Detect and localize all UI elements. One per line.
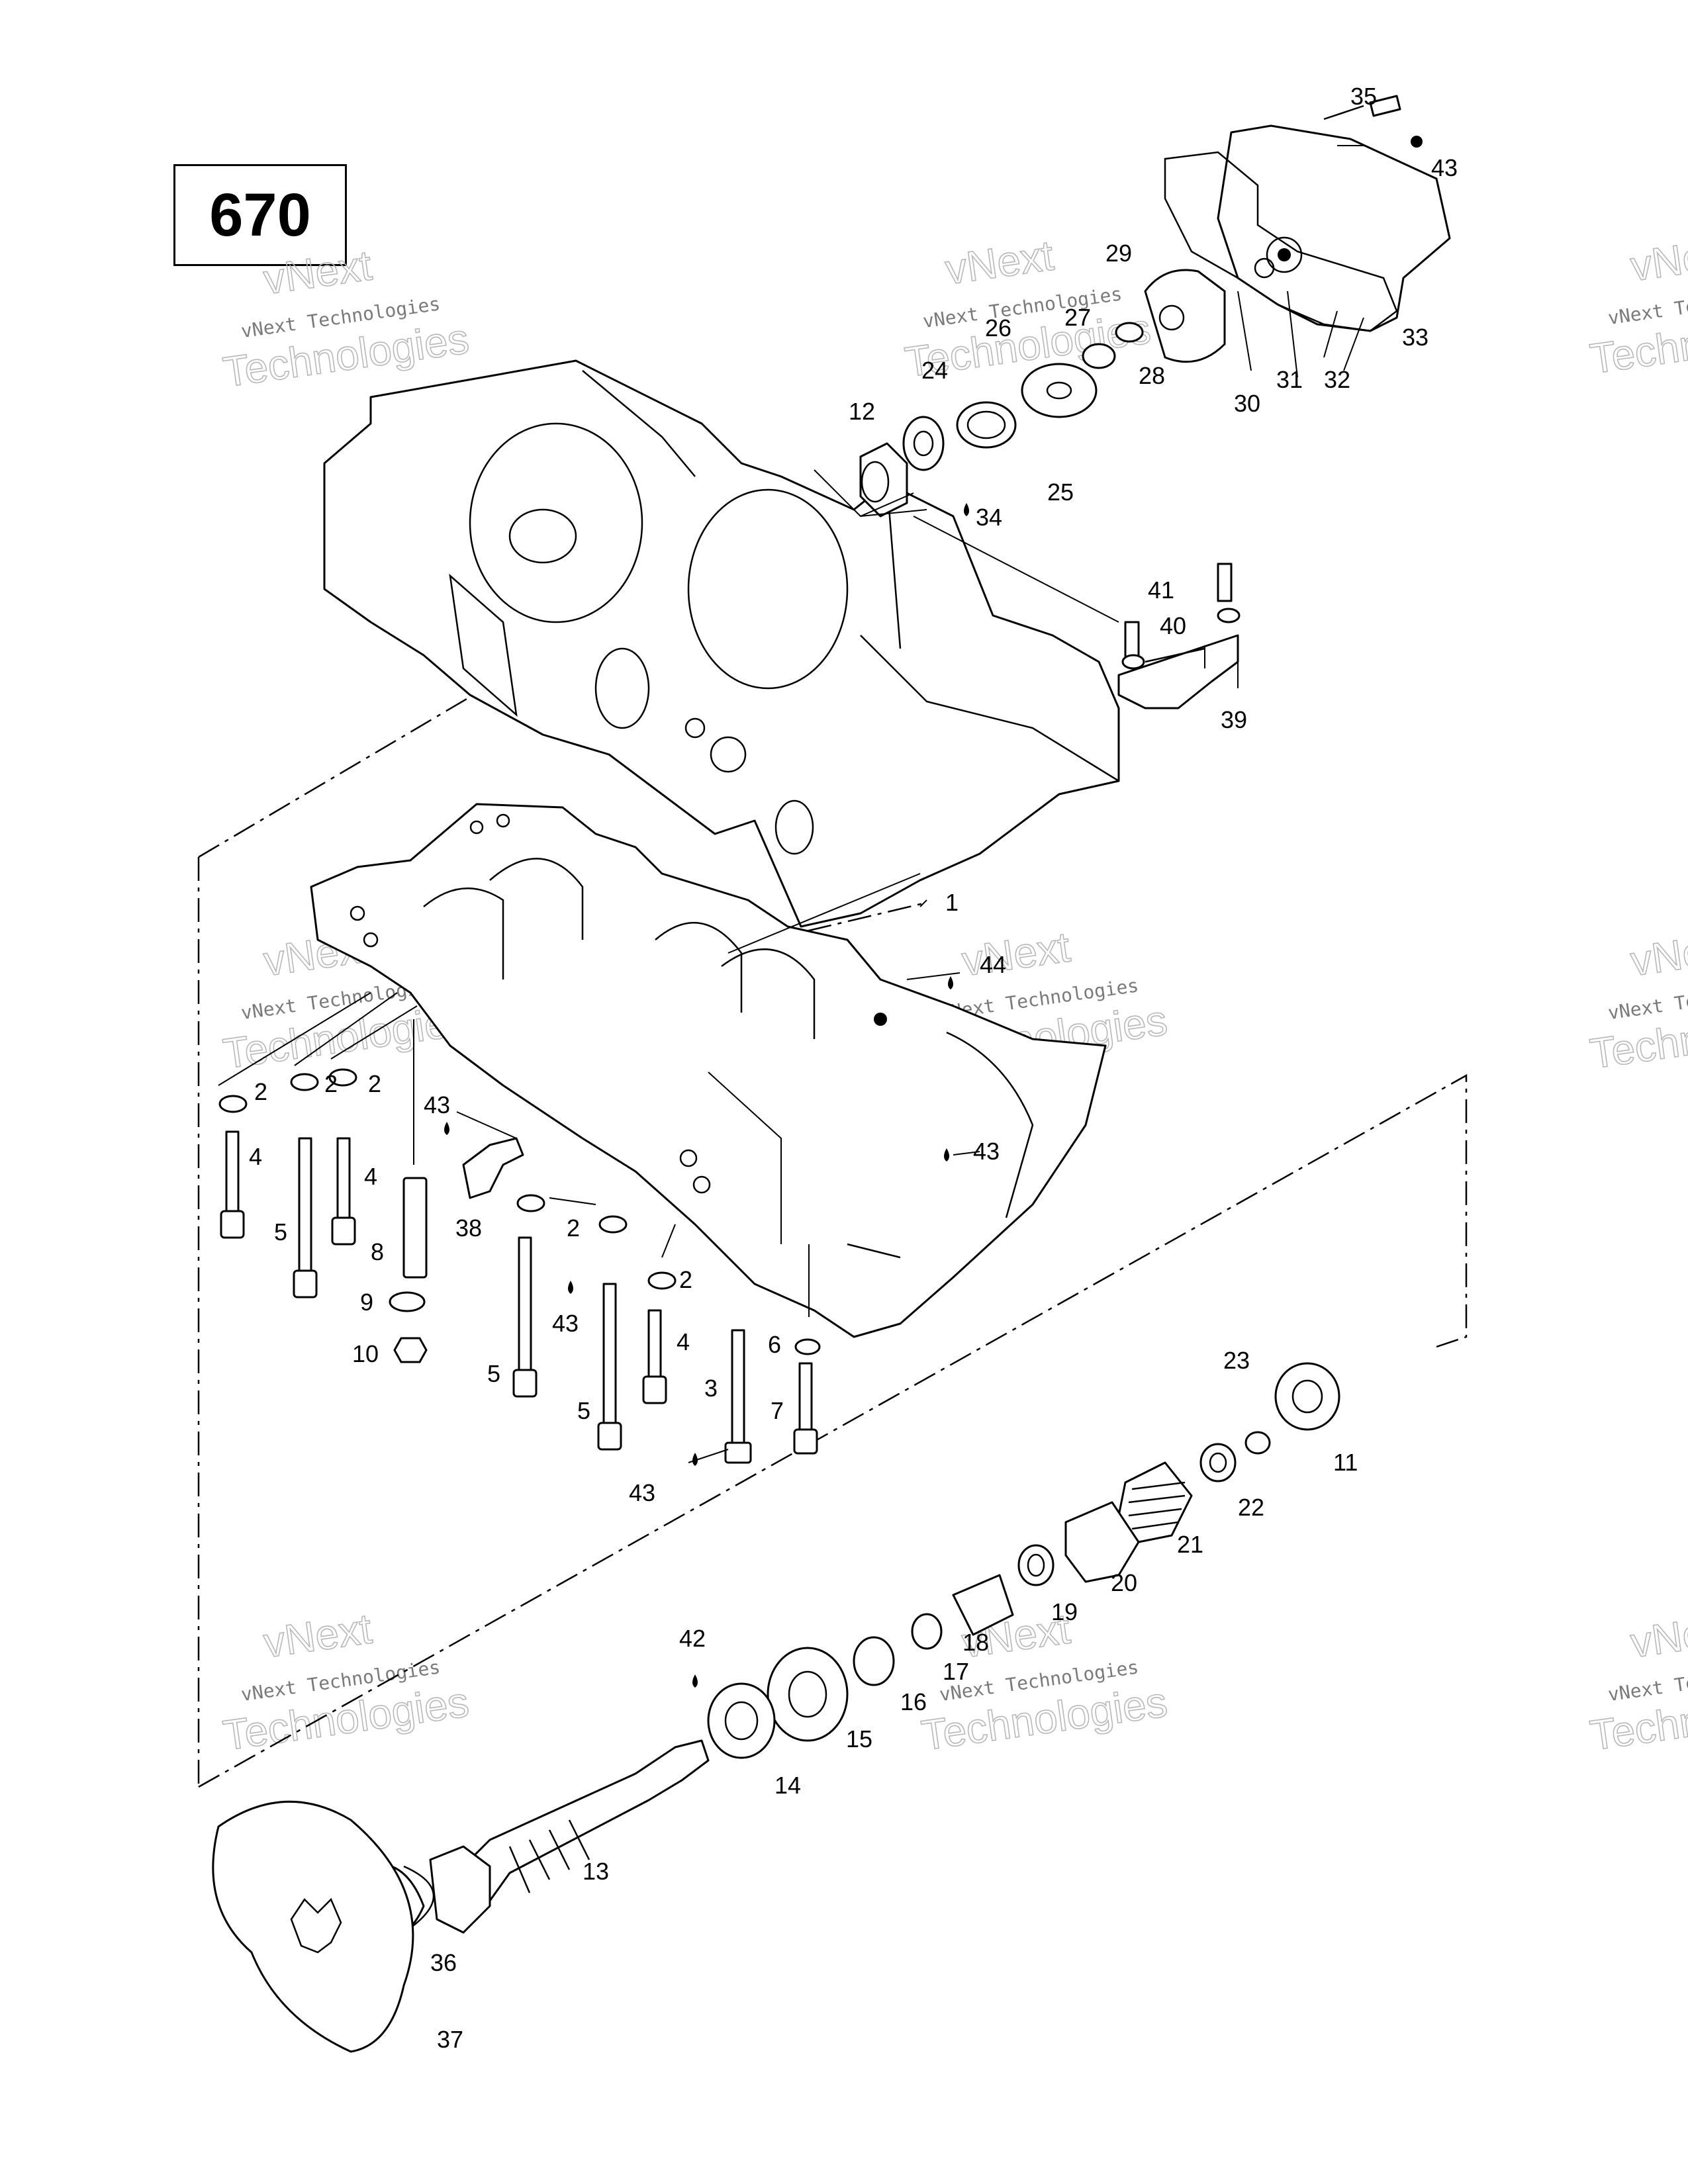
callout-6: 6	[768, 1331, 781, 1358]
callout-44: 44	[980, 951, 1006, 978]
callout-43: 43	[629, 1479, 655, 1506]
callout-2: 2	[567, 1214, 580, 1242]
callout-43: 43	[552, 1310, 579, 1337]
callout-31: 31	[1276, 366, 1303, 393]
callout-30: 30	[1234, 390, 1260, 417]
callout-2: 2	[679, 1266, 692, 1293]
bracket-assembly	[1117, 563, 1241, 709]
callout-2: 2	[368, 1070, 381, 1097]
callout-labels: 35 43 29 27 26 24 28 33 30 31 32 12 25 3…	[249, 83, 1458, 2053]
callout-7: 7	[771, 1397, 784, 1424]
watermark-line1: vNext	[959, 923, 1073, 985]
callout-32: 32	[1324, 366, 1350, 393]
callout-38: 38	[455, 1214, 482, 1242]
watermark-line1: vNext	[1628, 228, 1688, 290]
callout-1: 1	[945, 889, 959, 916]
callout-2: 2	[324, 1070, 338, 1097]
callout-12: 12	[849, 398, 875, 425]
watermark-line1: vNext	[261, 241, 375, 303]
callout-40: 40	[1160, 612, 1186, 639]
callout-14: 14	[774, 1772, 801, 1799]
callout-43: 43	[973, 1138, 1000, 1165]
lower-center-line	[198, 1073, 1468, 1788]
lubrication-drops	[444, 503, 969, 1688]
callout-15: 15	[846, 1725, 872, 1752]
callout-13: 13	[583, 1858, 609, 1885]
callout-25: 25	[1047, 478, 1074, 506]
watermark-line1: vNext	[1628, 923, 1688, 985]
callout-35: 35	[1350, 83, 1377, 110]
watermark-line1: vNext	[261, 1604, 375, 1666]
pump-assembly	[859, 95, 1451, 518]
callout-19: 19	[1051, 1598, 1078, 1625]
callout-11: 11	[1333, 1449, 1358, 1476]
callout-34: 34	[976, 504, 1002, 531]
callout-43: 43	[424, 1091, 450, 1118]
callout-37: 37	[437, 2026, 463, 2053]
callout-39: 39	[1221, 706, 1247, 733]
callout-29: 29	[1105, 240, 1132, 267]
callout-2: 2	[254, 1078, 267, 1105]
callout-22: 22	[1238, 1494, 1264, 1521]
callout-23: 23	[1223, 1347, 1250, 1374]
upper-crankcase	[323, 359, 1120, 928]
callout-9: 9	[360, 1289, 373, 1316]
callout-10: 10	[352, 1340, 379, 1367]
callout-18: 18	[962, 1629, 989, 1656]
watermark-mid-right: vNext vNext Technologies Technologies	[1587, 923, 1688, 1079]
callout-17: 17	[943, 1658, 969, 1685]
callout-42: 42	[679, 1625, 706, 1652]
watermark-line1: vNext	[943, 231, 1056, 293]
callout-8: 8	[371, 1238, 384, 1265]
callout-20: 20	[1111, 1569, 1137, 1596]
callout-3: 3	[704, 1375, 718, 1402]
callout-36: 36	[430, 1949, 457, 1976]
model-label-box: 670	[173, 164, 347, 266]
watermark-low-left: vNext vNext Technologies Technologies	[220, 1604, 473, 1760]
callout-33: 33	[1402, 324, 1429, 351]
watermark-top-left: vNext vNext Technologies Technologies	[220, 241, 473, 397]
callout-4: 4	[364, 1163, 377, 1190]
callout-16: 16	[900, 1688, 927, 1715]
callout-27: 27	[1064, 304, 1091, 331]
callout-28: 28	[1139, 362, 1165, 389]
watermark-low-right: vNext vNext Technologies Technologies	[1587, 1604, 1688, 1760]
callout-5: 5	[577, 1397, 590, 1424]
callout-5: 5	[487, 1360, 500, 1387]
model-label: 670	[209, 181, 311, 249]
callout-21: 21	[1177, 1531, 1203, 1558]
callout-4: 4	[249, 1143, 262, 1170]
callout-4: 4	[677, 1328, 690, 1355]
lower-crankcase	[310, 803, 1107, 1338]
callout-26: 26	[985, 314, 1011, 341]
callout-5: 5	[274, 1218, 287, 1246]
fasteners-left	[218, 1068, 821, 1464]
drive-shaft-assembly	[212, 1362, 1340, 2053]
watermark-top-right: vNext vNext Technologies Technologies	[1587, 228, 1688, 384]
callout-24: 24	[921, 357, 948, 384]
callout-41: 41	[1148, 576, 1174, 604]
leader-lines	[218, 145, 1364, 1463]
callout-43: 43	[1431, 154, 1458, 181]
watermark-line1: vNext	[1628, 1604, 1688, 1666]
